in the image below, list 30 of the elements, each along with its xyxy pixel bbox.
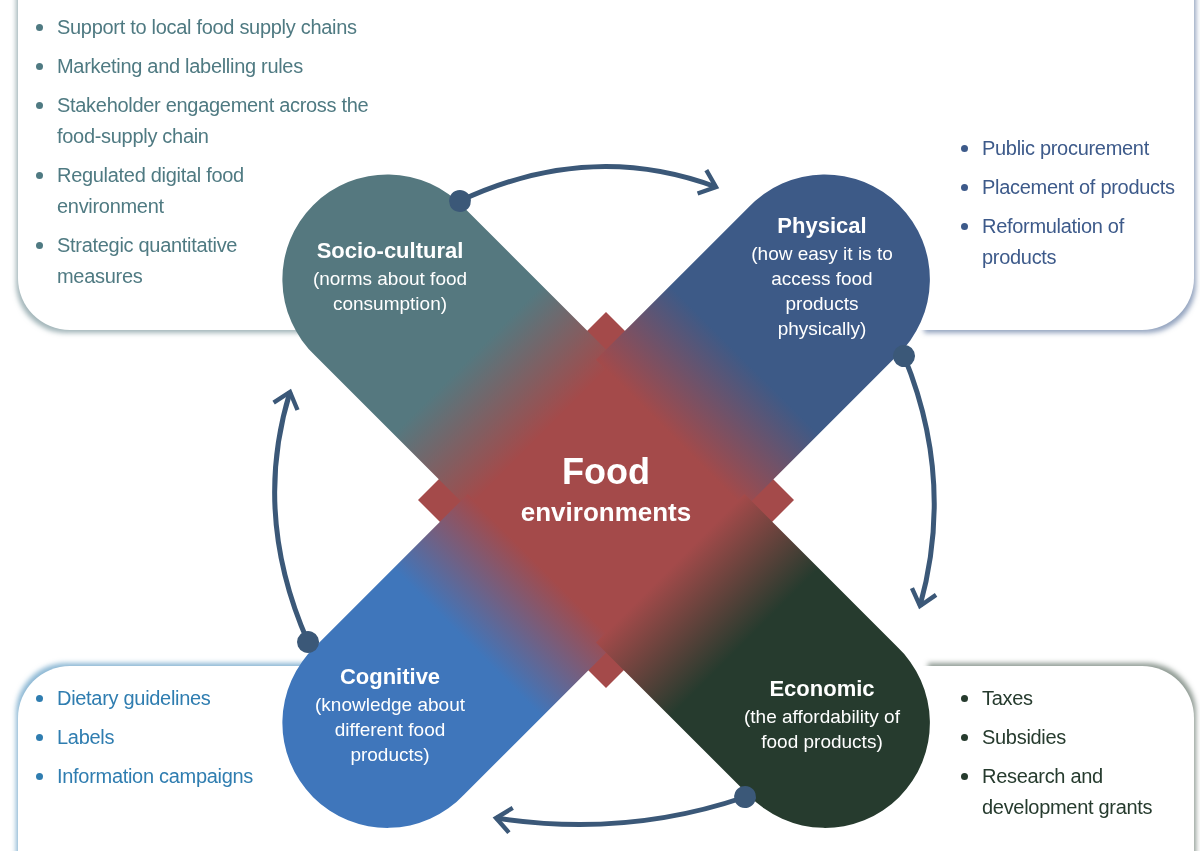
list-item-text: Information campaigns — [57, 765, 254, 787]
petal-title: Physical — [777, 212, 867, 240]
center-title: Food — [562, 450, 650, 494]
list-item-text: Placement of products — [982, 176, 1175, 198]
list-item-text: Subsidies — [982, 726, 1067, 748]
list-panel — [918, 0, 1194, 330]
petal-description: (knowledge about different food products) — [314, 692, 466, 767]
list-item-text: Labels — [57, 726, 115, 748]
curved-arrow — [893, 345, 938, 609]
curved-arrow — [449, 164, 719, 212]
list-item-text: Dietary guidelines — [57, 687, 211, 709]
list-item-text: Stakeholder engagement across the food-supply chain — [57, 94, 369, 147]
list-item-text: Strategic quantitative measures — [57, 234, 238, 287]
list-item-text: Marketing and labelling rules — [57, 55, 303, 77]
list-item-text: Regulated digital food environment — [57, 164, 244, 217]
list-item-text: Support to local food supply chains — [57, 16, 357, 38]
petal-description: (how easy it is to access food products physically) — [750, 242, 894, 341]
center-title: environments — [520, 496, 692, 529]
curved-arrow — [493, 786, 756, 835]
list-item-text: Research and development grants — [982, 765, 1153, 818]
petal-description: (the affordability of food products) — [743, 705, 901, 754]
petal-title: Economic — [769, 675, 875, 703]
curved-arrow — [271, 389, 319, 653]
list-item-text: Public procurement — [982, 137, 1149, 159]
petal-description: (norms about food consumption) — [311, 267, 469, 316]
petal-title: Socio-cultural — [316, 237, 464, 265]
petal-title: Cognitive — [339, 662, 441, 691]
list-item-text: Taxes — [982, 687, 1033, 709]
list-panel — [922, 666, 1194, 851]
list-item-text: Reformulation of products — [982, 215, 1124, 268]
